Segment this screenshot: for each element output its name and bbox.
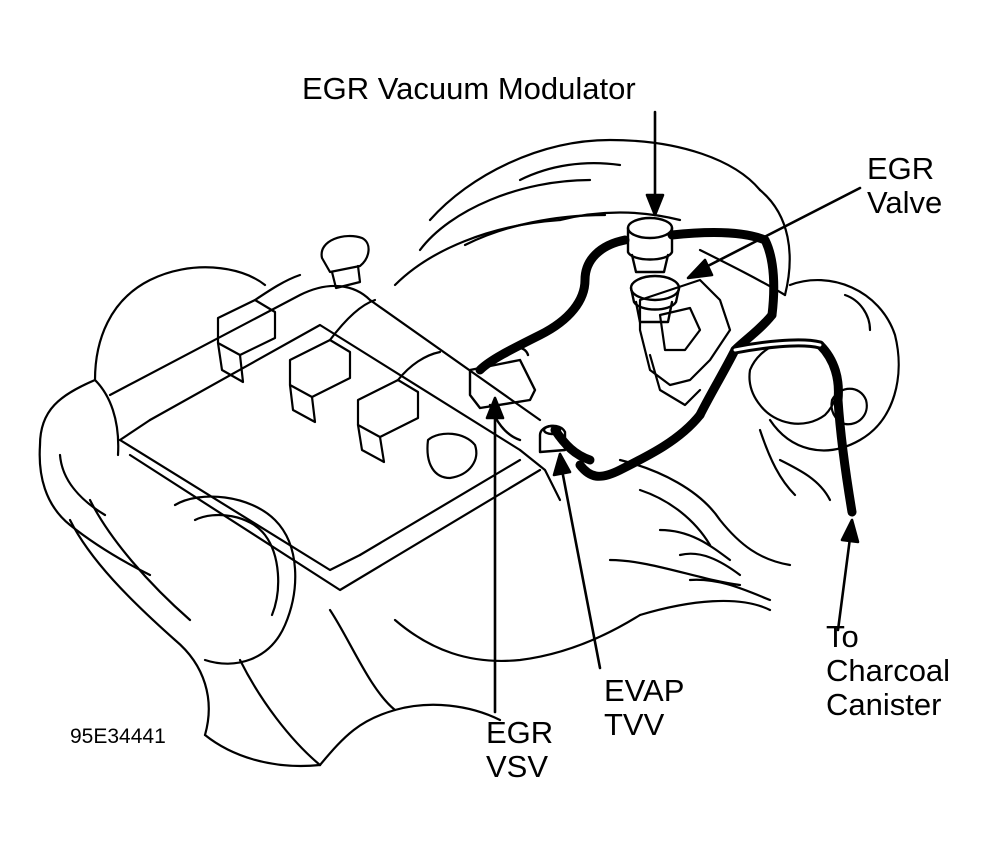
figure-code: 95E34441 [70,725,166,748]
label-evap-tvv: EVAP TVV [604,674,684,742]
engine-block [38,138,900,768]
hose-inner [733,341,822,352]
label-to-charcoal-canister: To Charcoal Canister [826,620,950,722]
label-egr-valve-line2: Valve [867,185,943,220]
vacuum-hoses [475,228,857,517]
label-egr-vsv-line1: EGR [486,715,554,750]
label-evap-tvv-line2: TVV [604,707,665,742]
label-egr-vsv-line2: VSV [486,749,549,784]
label-egr-valve: EGR Valve [867,152,942,220]
label-canister-line3: Canister [826,687,942,722]
label-egr-valve-line1: EGR [867,151,935,186]
label-egr-vsv: EGR VSV [486,716,553,784]
label-canister-line1: To [826,619,859,654]
label-canister-line2: Charcoal [826,653,951,688]
egr-valve-assembly [626,216,681,324]
label-evap-tvv-line1: EVAP [604,673,685,708]
leader-arrows [485,110,862,714]
label-egr-vacuum-modulator: EGR Vacuum Modulator [302,71,636,106]
